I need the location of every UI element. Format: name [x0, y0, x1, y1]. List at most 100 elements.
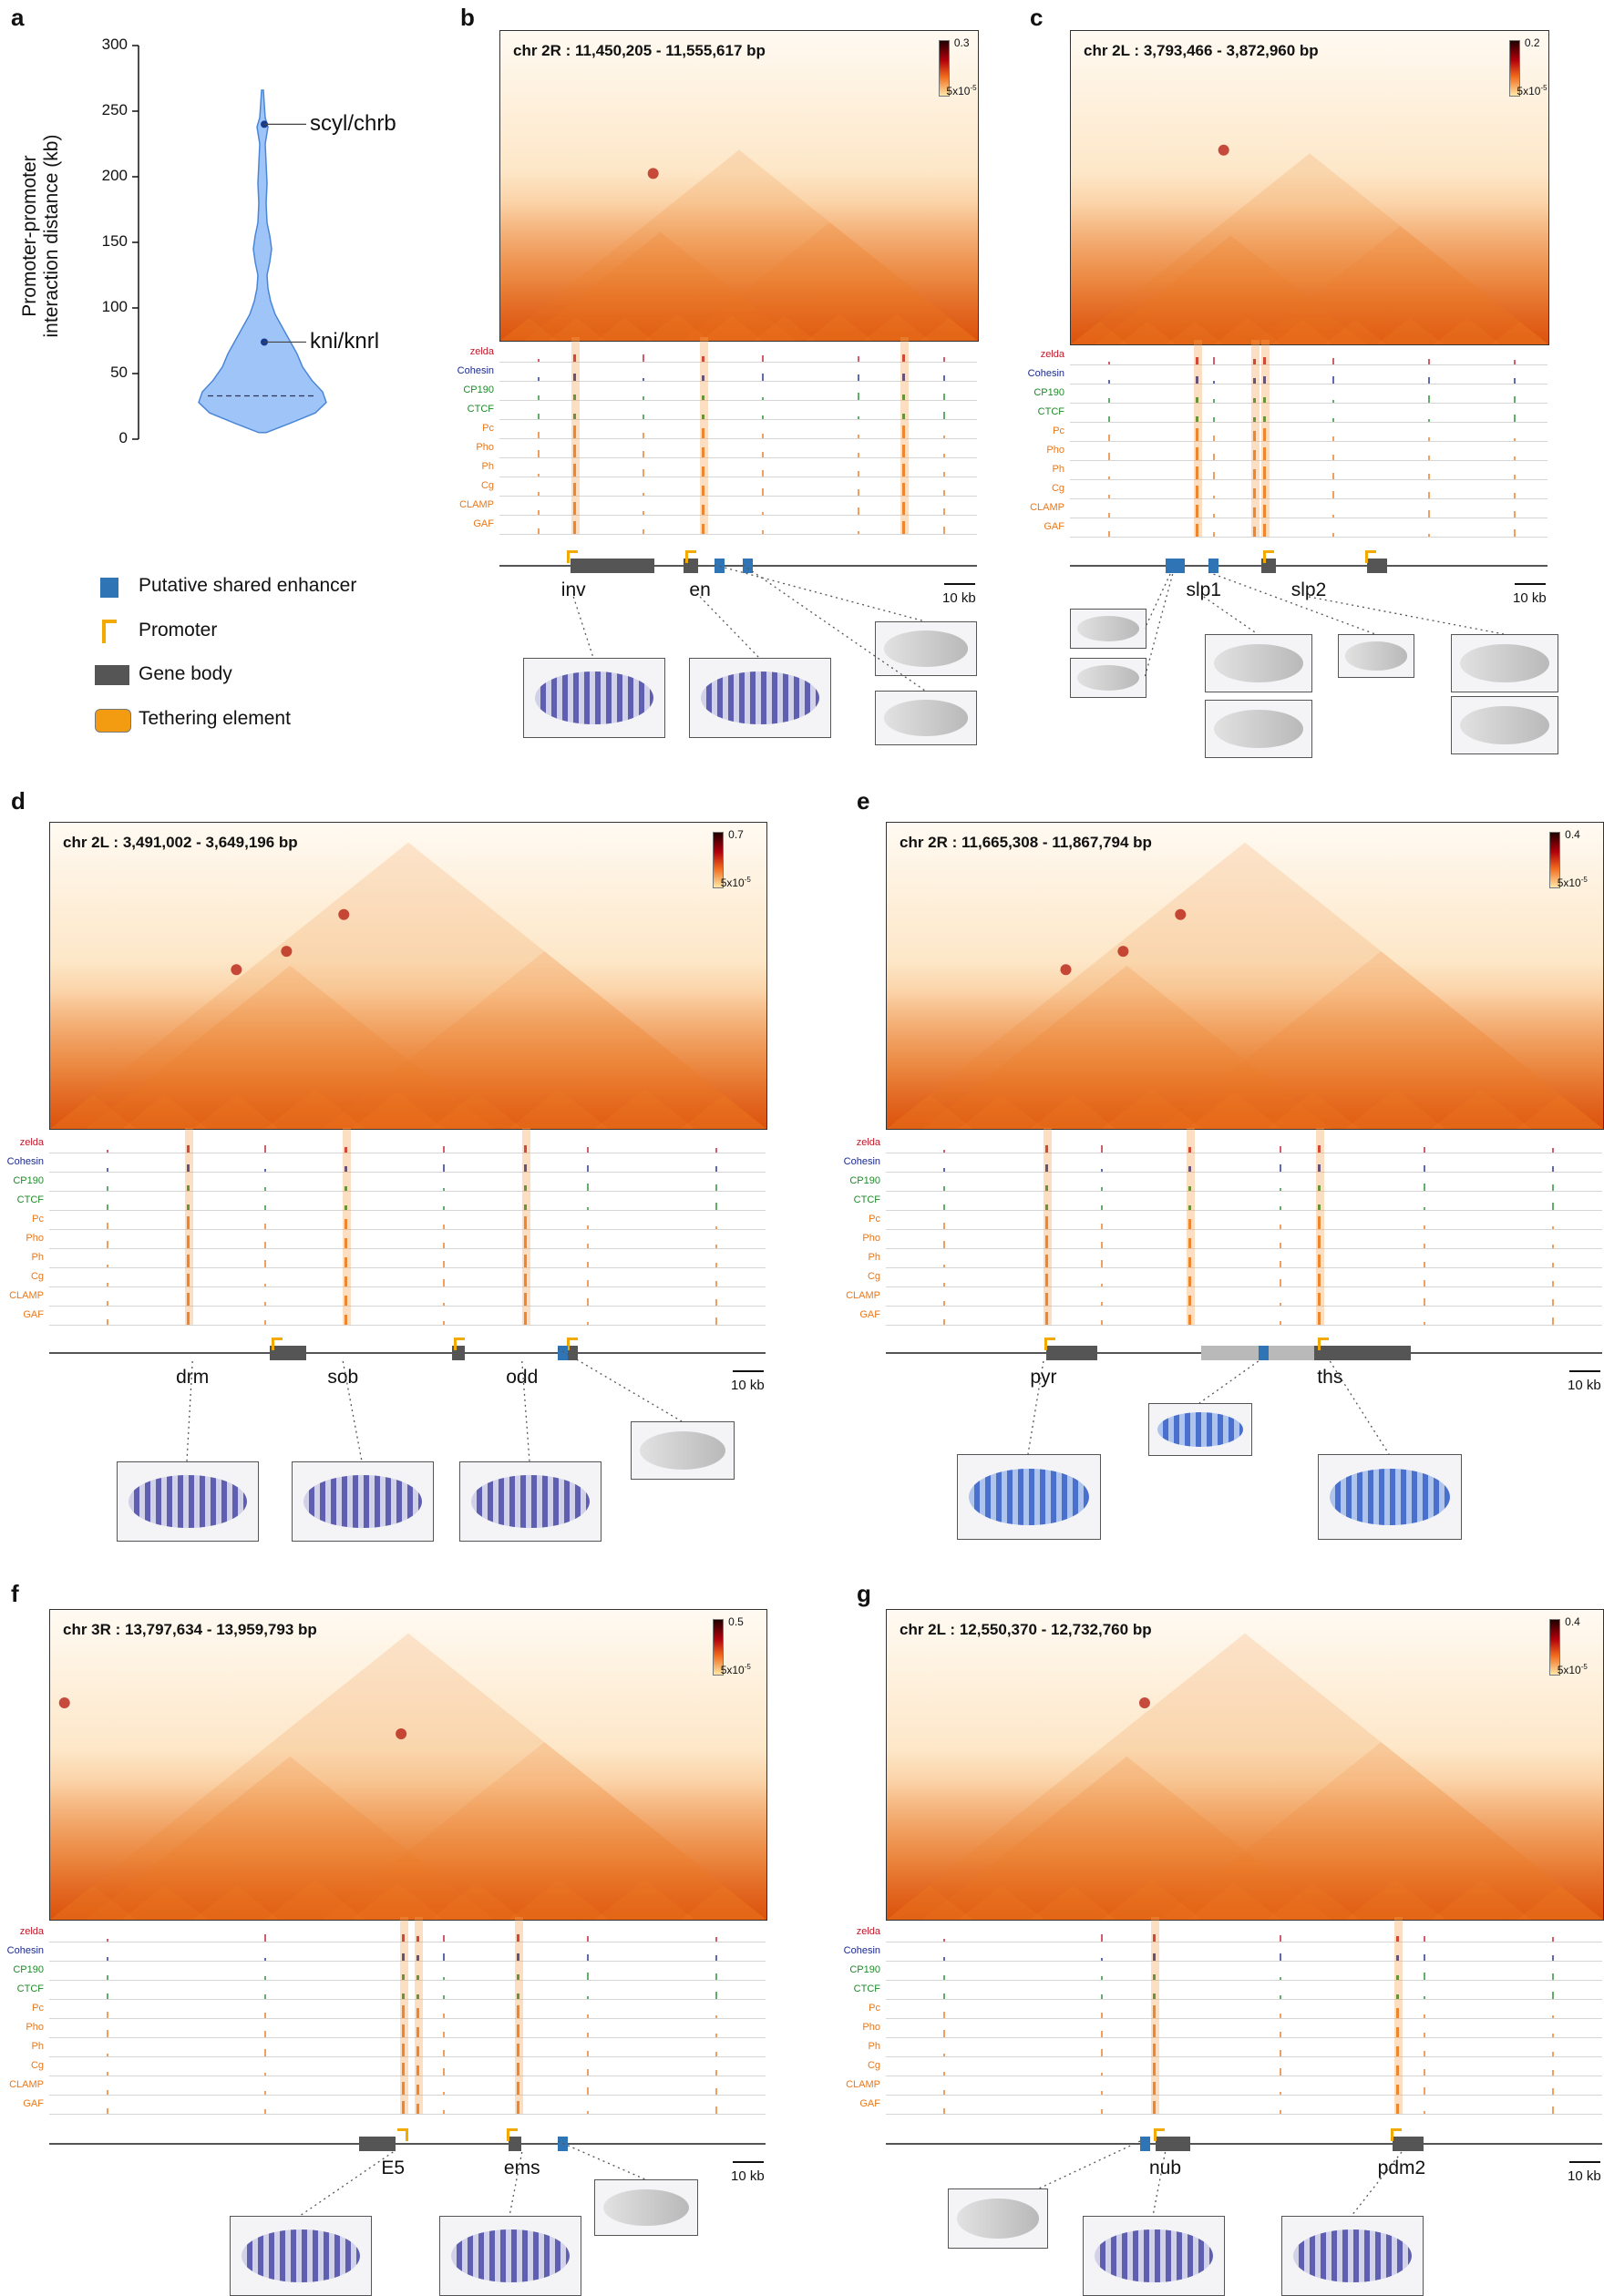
track-peak: [1100, 1205, 1103, 1210]
track-peak: [858, 489, 859, 496]
track-name: Pho: [1046, 445, 1064, 456]
track-peak: [537, 450, 540, 457]
tad-triangle: [1434, 317, 1501, 344]
track-peak: [942, 2072, 945, 2076]
track-peak: [106, 2108, 108, 2114]
track-peak: [902, 521, 906, 534]
track-peak: [942, 2012, 945, 2018]
tethering-band: [1315, 1128, 1324, 1325]
track-row: Pc: [482, 419, 977, 439]
tad-triangle: [1166, 321, 1224, 344]
cmin-base: 5x10: [946, 85, 971, 97]
tad-triangle: [1252, 226, 1548, 344]
track-row: CLAMP: [9, 1286, 766, 1307]
tad-triangle: [922, 965, 1332, 1129]
track-peak: [643, 493, 645, 496]
track-peak: [1100, 2091, 1103, 2095]
track-name: Ph: [31, 2041, 44, 2052]
track-peak: [702, 427, 705, 438]
track-row: GAF: [23, 2095, 766, 2115]
track-peak: [344, 1237, 348, 1248]
y-tick-label: 250: [101, 101, 128, 118]
track-name: Ph: [31, 1252, 44, 1263]
track-peak: [1280, 1303, 1282, 1306]
embryo-image: [292, 1461, 434, 1542]
promoter-slp2: [1365, 550, 1376, 563]
track-peak: [943, 394, 946, 400]
track-peak: [523, 1255, 527, 1267]
tad-triangle: [1431, 1879, 1532, 1920]
track-row: CLAMP: [459, 496, 977, 516]
tad-triangle: [193, 1885, 280, 1920]
track-row: zelda: [20, 1133, 766, 1153]
track-peak: [1280, 1279, 1282, 1286]
y-tick-label: 150: [101, 232, 128, 250]
hic-map-tads: [1071, 144, 1548, 344]
embryo-image: [948, 2188, 1048, 2249]
track-peak: [263, 2073, 266, 2076]
gene-name-drm: drm: [176, 1367, 210, 1388]
track-peak: [762, 415, 765, 419]
tad-triangle: [1323, 319, 1386, 344]
tad-triangle: [264, 1879, 365, 1920]
gene-name-slp1: slp1: [1186, 579, 1221, 600]
track-peak: [1044, 1204, 1048, 1210]
track-peak: [402, 2005, 406, 2018]
track-peak: [106, 2012, 108, 2018]
tad-triangle: [958, 1885, 1044, 1920]
tad-triangle: [680, 1094, 766, 1129]
track-row: Pho: [26, 2018, 766, 2038]
gene-body-inv: [571, 559, 654, 573]
track-peak: [1188, 1165, 1192, 1172]
track-row: Cg: [31, 2056, 766, 2076]
track-row: Cohesin: [7, 1942, 766, 1962]
track-row: CP190: [13, 1172, 766, 1192]
track-peak: [1423, 2051, 1425, 2056]
track-peak: [715, 1166, 717, 1172]
track-peak: [106, 1150, 108, 1153]
track-peak: [1188, 1314, 1192, 1325]
track-peak: [1423, 2087, 1425, 2095]
region-label: chr 2L : 12,550,370 - 12,732,760 bp: [900, 1621, 1152, 1638]
track-name: Pc: [32, 2003, 44, 2014]
tad-triangle: [595, 317, 653, 341]
track-peak: [1107, 362, 1110, 364]
track-peak: [443, 1977, 446, 1980]
tad-triangle: [594, 1088, 695, 1129]
track-peak: [443, 1279, 446, 1286]
cmin-exponent: -5: [1580, 1663, 1588, 1671]
track-row: CP190: [13, 1961, 766, 1981]
track-peak: [1423, 2033, 1425, 2037]
tad-triangle: [193, 1094, 280, 1129]
track-peak: [416, 2026, 419, 2037]
track-peak: [1551, 1973, 1554, 1980]
track-peak: [1152, 1994, 1156, 1999]
tad-triangle: [1214, 317, 1281, 344]
embryo-image: [594, 2179, 698, 2236]
hic-map-tads: [887, 842, 1603, 1129]
track-peak: [586, 1936, 589, 1942]
track-name: Pho: [26, 1233, 44, 1244]
track-row: GAF: [23, 1306, 766, 1326]
track-peak: [1317, 1274, 1321, 1286]
cmin-exponent: -5: [970, 84, 977, 92]
track-peak: [516, 2063, 519, 2076]
embryo-stain: [1095, 2229, 1213, 2283]
track-peak: [344, 1256, 348, 1267]
gene-name-odd: odd: [506, 1367, 539, 1388]
track-peak: [1396, 1954, 1400, 1961]
promoter-ths: [1318, 1338, 1329, 1350]
track-peak: [1152, 2063, 1156, 2076]
track-name: Pho: [26, 2022, 44, 2033]
track-peak: [263, 1224, 266, 1229]
track-peak: [702, 504, 705, 515]
track-peak: [715, 2015, 717, 2018]
track-peak: [1514, 378, 1517, 384]
track-peak: [416, 2103, 419, 2114]
track-peak: [106, 2072, 108, 2076]
dotted-connector: [1203, 596, 1259, 635]
track-peak: [263, 1187, 266, 1191]
panel-label-g: g: [857, 1580, 871, 1607]
